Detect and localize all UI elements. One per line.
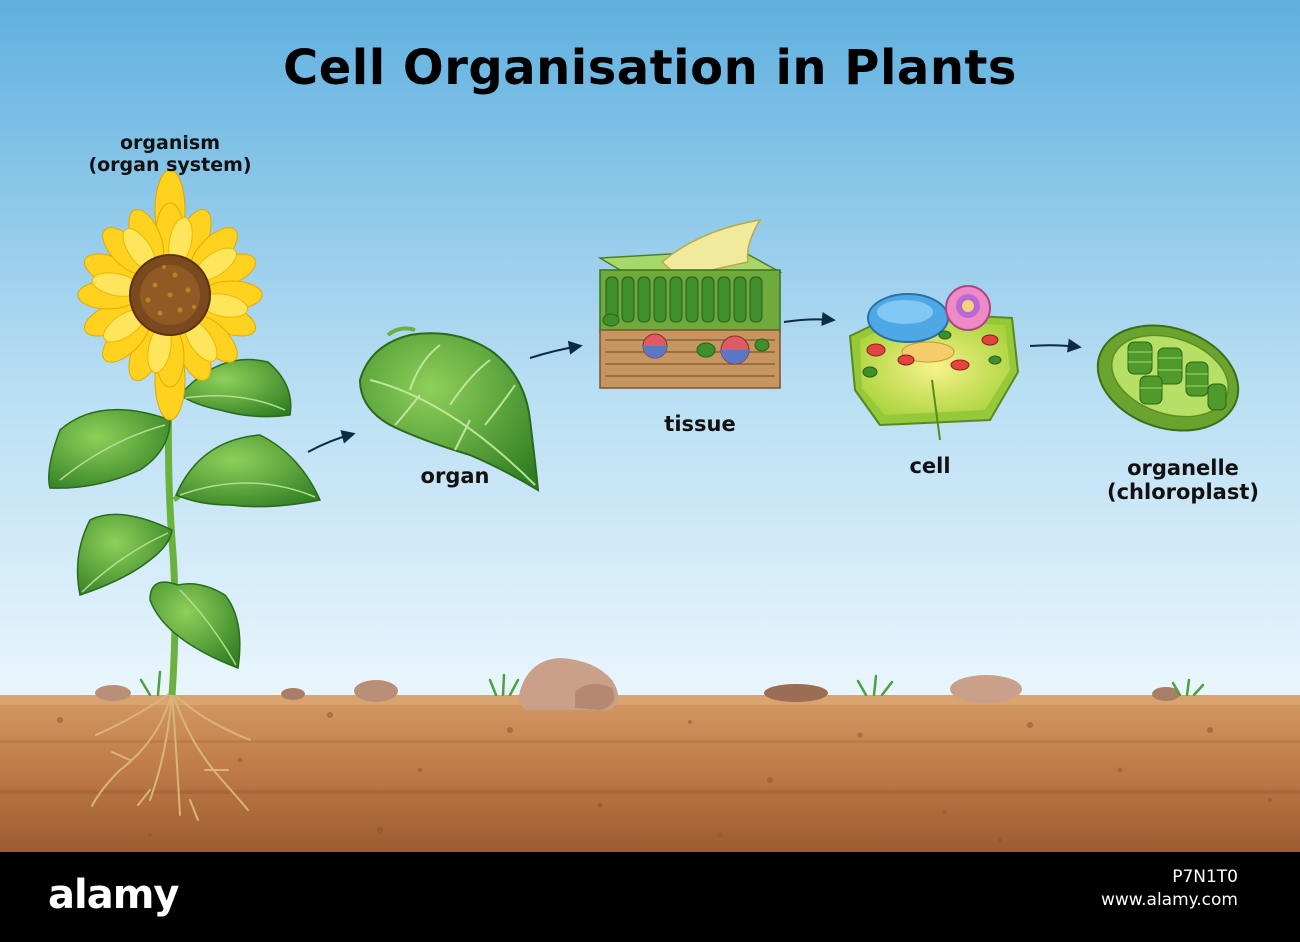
label-organism: organism (organ system) bbox=[50, 132, 290, 177]
arrow-right-icon bbox=[307, 312, 1082, 453]
site-url: www.alamy.com bbox=[1100, 890, 1238, 910]
label-organ: organ bbox=[420, 464, 490, 488]
sunflower-icon bbox=[48, 169, 322, 821]
label-organism-line2: (organ system) bbox=[88, 153, 252, 176]
label-organelle: organelle (chloroplast) bbox=[1088, 456, 1278, 504]
soil-ground bbox=[0, 695, 1300, 855]
chloroplast-icon bbox=[1096, 324, 1240, 432]
image-id: P7N1T0 bbox=[1172, 867, 1238, 887]
tissue-icon bbox=[597, 218, 783, 389]
brand-logo: alamy bbox=[48, 872, 179, 918]
label-organism-line1: organism bbox=[120, 132, 220, 154]
page-title: Cell Organisation in Plants bbox=[282, 40, 1017, 96]
footer-bar: alamy P7N1T0 www.alamy.com bbox=[0, 852, 1300, 942]
sunflower-head bbox=[77, 169, 263, 421]
rock-icon bbox=[95, 658, 1180, 710]
label-tissue: tissue bbox=[664, 412, 736, 436]
plant-cell-icon bbox=[848, 285, 1020, 441]
label-organelle-line1: organelle bbox=[1127, 456, 1239, 480]
label-organelle-line2: (chloroplast) bbox=[1107, 480, 1259, 505]
label-cell: cell bbox=[909, 454, 951, 478]
leaf-icon bbox=[358, 326, 540, 492]
root-system bbox=[91, 691, 251, 821]
grass-icon bbox=[139, 670, 1205, 697]
